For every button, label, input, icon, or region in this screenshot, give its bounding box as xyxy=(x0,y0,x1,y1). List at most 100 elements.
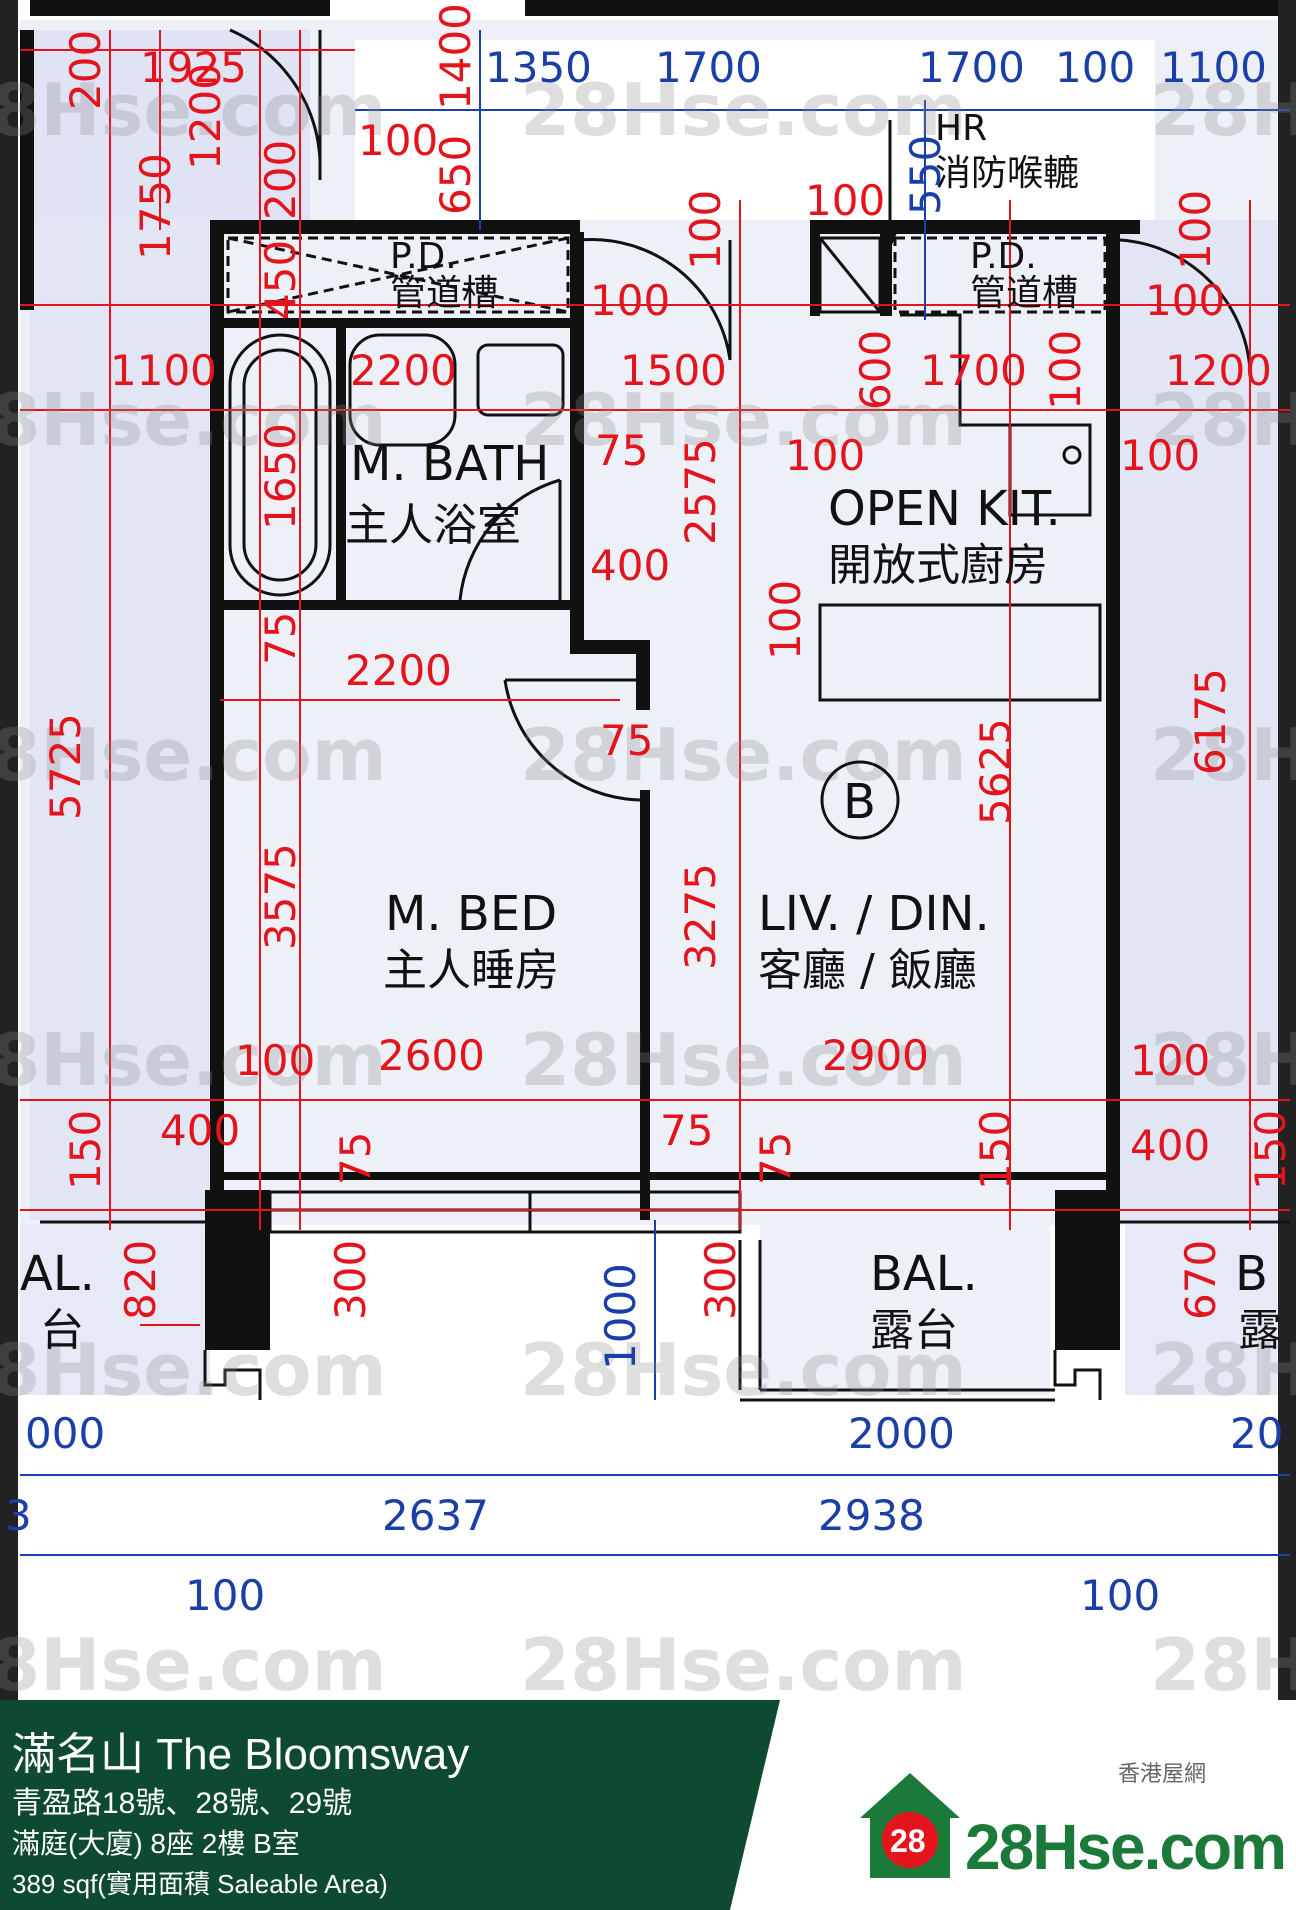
dim-1650: 1650 xyxy=(256,423,305,530)
red-dimension-lines xyxy=(20,30,1290,1326)
watermark-text: 28Hse.com xyxy=(0,68,387,152)
footer-info-panel: 滿名山 The Bloomsway 青盈路18號、28號、29號 滿庭(大廈) … xyxy=(0,1700,780,1910)
dim-200b: 200 xyxy=(256,140,305,220)
dim-75f: 75 xyxy=(751,1132,800,1185)
dim-5625: 5625 xyxy=(971,718,1020,825)
watermark-text: 28Hse.com xyxy=(0,713,387,797)
blue-dimension-labels: 1350 1700 1700 100 1100 550 1000 000 200… xyxy=(5,43,1283,1620)
dim-820: 820 xyxy=(116,1240,165,1320)
dim-100d: 100 xyxy=(1145,276,1225,325)
dim-300b: 300 xyxy=(696,1240,745,1320)
dim-1400: 1400 xyxy=(431,3,480,110)
dim-75d: 75 xyxy=(331,1132,380,1185)
bal-left-fill xyxy=(20,1225,210,1395)
dim-100-kit-right: 100 xyxy=(1120,431,1200,480)
dim-b000: 000 xyxy=(25,1409,105,1458)
watermark-text: 28Hse.com xyxy=(0,1018,387,1102)
watermark-text: 28Hse.com xyxy=(1150,1328,1296,1412)
dim-b1000: 1000 xyxy=(596,1263,645,1370)
bal-right-fill xyxy=(1125,1225,1290,1395)
dim-b20: 20 xyxy=(1230,1409,1283,1458)
top-edge-bar xyxy=(30,0,330,16)
dim-100c: 100 xyxy=(805,176,885,225)
dim-6175: 6175 xyxy=(1186,668,1235,775)
dim-670: 670 xyxy=(1176,1240,1225,1320)
pd-left-label: P.D. xyxy=(390,236,457,277)
room-open-kit-en: OPEN KIT. xyxy=(828,481,1061,537)
dim-150c: 150 xyxy=(1246,1110,1295,1190)
bath-fixtures xyxy=(226,236,1107,702)
dim-300a: 300 xyxy=(326,1240,375,1320)
unit-marker-label: B xyxy=(843,774,876,830)
dim-b100: 100 xyxy=(1055,43,1135,92)
property-area: 389 sqf(實用面積 Saleable Area) xyxy=(12,1869,388,1899)
top-left-fill xyxy=(30,30,310,220)
room-m-bed-zh: 主人睡房 xyxy=(383,945,559,996)
dim-100j: 100 xyxy=(1130,1036,1210,1085)
property-unit: 滿庭(大廈) 8座 2樓 B室 xyxy=(12,1828,300,1859)
dim-2900: 2900 xyxy=(822,1031,929,1080)
watermark-text: 28Hse.com xyxy=(1150,378,1296,462)
dim-5725: 5725 xyxy=(41,713,90,820)
room-bal-right-zh: 露 xyxy=(1238,1305,1282,1356)
hr-arrowhead xyxy=(880,225,900,250)
dim-450: 450 xyxy=(256,240,305,320)
watermark-text: 28Hse.com xyxy=(1150,713,1296,797)
dim-400b: 400 xyxy=(160,1106,240,1155)
dim-1750: 1750 xyxy=(131,153,180,260)
brand-logo-icon: 28 xyxy=(860,1773,960,1878)
watermark-text: 28Hse.com xyxy=(520,378,967,462)
dim-150b: 150 xyxy=(971,1110,1020,1190)
brand-chinese-name: 香港屋網 xyxy=(1117,1762,1206,1787)
dim-75e: 75 xyxy=(660,1106,713,1155)
dim-b1700b: 1700 xyxy=(918,43,1025,92)
pd-right-zh: 管道槽 xyxy=(970,273,1078,314)
dim-150a: 150 xyxy=(61,1110,110,1190)
blue-dimension-lines xyxy=(20,30,1290,1556)
dim-1500: 1500 xyxy=(620,346,727,395)
dim-1200h: 1200 xyxy=(1165,346,1272,395)
dim-b2637: 2637 xyxy=(382,1491,489,1540)
property-title: 滿名山 The Bloomsway xyxy=(12,1730,470,1779)
room-m-bath-zh: 主人浴室 xyxy=(345,500,521,551)
dim-100a: 100 xyxy=(358,116,438,165)
watermark-text: 28Hse.com xyxy=(520,1018,967,1102)
dim-b100a: 100 xyxy=(185,1571,265,1620)
watermark-text: 28Hse.com xyxy=(1150,68,1296,152)
floor-plan: 28Hse.com 28Hse.com 28Hse.com 28Hse.com … xyxy=(0,0,1296,1700)
dim-100b: 100 xyxy=(590,276,670,325)
footer: 滿名山 The Bloomsway 青盈路18號、28號、29號 滿庭(大廈) … xyxy=(0,1700,1296,1910)
dim-100g: 100 xyxy=(761,580,810,660)
pd-right-label: P.D. xyxy=(970,236,1037,277)
unit-marker-circle xyxy=(820,760,900,840)
hr-zh-label: 消防喉轆 xyxy=(935,153,1079,194)
dim-b1700a: 1700 xyxy=(655,43,762,92)
watermark-text: 28Hse.com xyxy=(0,378,387,462)
dim-2600: 2600 xyxy=(378,1031,485,1080)
dim-2200a: 2200 xyxy=(350,346,457,395)
dim-b2938: 2938 xyxy=(818,1491,925,1540)
room-open-kit-zh: 開放式廚房 xyxy=(828,540,1048,591)
watermark: 28Hse.com 28Hse.com 28Hse.com 28Hse.com … xyxy=(0,68,1296,1700)
dim-2200b: 2200 xyxy=(345,646,452,695)
dim-100f: 100 xyxy=(1171,190,1220,270)
property-address: 青盈路18號、28號、29號 xyxy=(12,1787,353,1820)
doors xyxy=(229,28,1252,802)
pd-left-zh: 管道槽 xyxy=(390,273,498,314)
room-m-bath-en: M. BATH xyxy=(350,436,549,492)
watermark-text: 28Hse.com xyxy=(520,68,967,152)
dim-650: 650 xyxy=(431,135,480,215)
dim-1700c: 1700 xyxy=(920,346,1027,395)
watermark-text: 28Hse.com xyxy=(0,1623,387,1700)
dim-400c: 400 xyxy=(1130,1121,1210,1170)
brand-name: 28Hse.com xyxy=(965,1811,1287,1883)
watermark-text: 28Hse.com xyxy=(520,1328,967,1412)
dim-400a: 400 xyxy=(590,541,670,590)
dim-b1100: 1100 xyxy=(1160,43,1267,92)
dim-75b: 75 xyxy=(256,612,305,665)
dim-1200v: 1200 xyxy=(181,63,230,170)
right-strip-fill xyxy=(1120,220,1290,1220)
dim-b1350: 1350 xyxy=(485,43,592,92)
dim-3575: 3575 xyxy=(256,843,305,950)
